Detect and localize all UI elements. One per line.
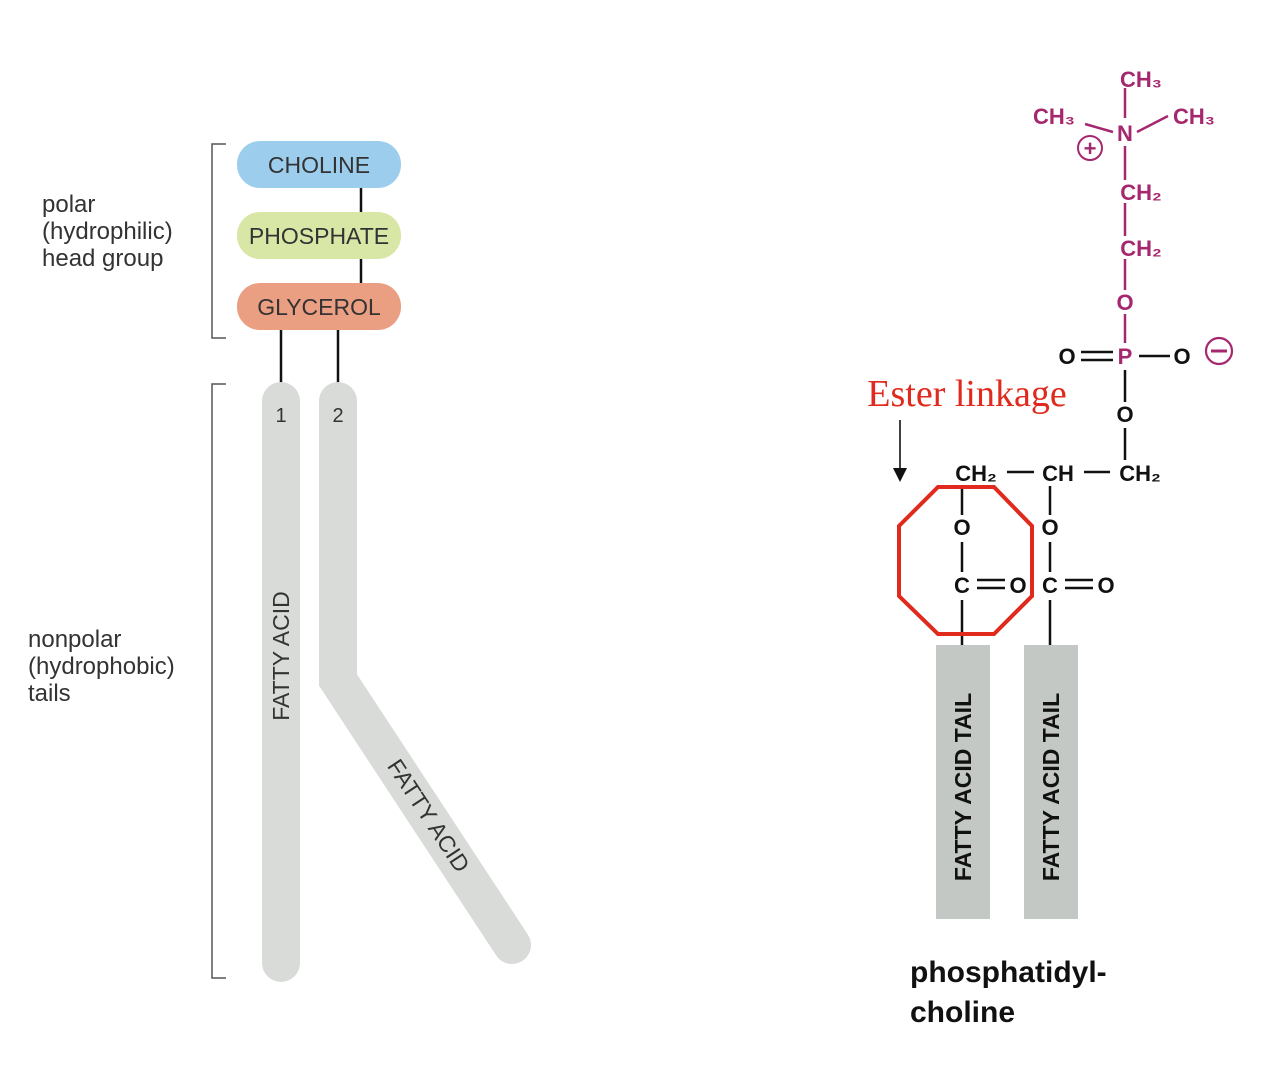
tail-group-label: nonpolar (hydrophobic) tails <box>28 626 181 707</box>
glycerol-ch: CH <box>1042 461 1074 486</box>
choline-nitrogen: N <box>1117 121 1133 146</box>
fatty-acid-tail-label-1: FATTY ACID TAIL <box>950 693 976 881</box>
ester-linkage-annotation: Ester linkage <box>867 373 1066 415</box>
choline-ch2-lower: CH₂ <box>1120 236 1162 261</box>
ester-2-oxygen: O <box>1041 515 1058 540</box>
tail-1-label: FATTY ACID <box>268 591 294 721</box>
ester-annotation-arrowhead <box>893 468 907 482</box>
fatty-acid-tail-2 <box>319 382 531 964</box>
tail-bracket <box>211 383 226 979</box>
tail-1-number: 1 <box>275 405 286 427</box>
choline-ch2-upper: CH₂ <box>1120 180 1162 205</box>
ester-1-oxygen: O <box>953 515 970 540</box>
ester-2-carbon: C <box>1042 573 1058 598</box>
positive-charge-icon <box>1077 135 1103 161</box>
ester-2-carbonyl-oxygen: O <box>1097 573 1114 598</box>
choline-ch3-left: CH₃ <box>1033 104 1075 129</box>
phosphate-label: PHOSPHATE <box>249 223 389 249</box>
glycerol-label: GLYCEROL <box>257 294 381 320</box>
ester-highlight-octagon <box>897 485 1034 636</box>
fatty-acid-tail-box-1 <box>936 645 990 919</box>
schematic-phospholipid: polar (hydrophilic) head group nonpolar … <box>28 141 531 982</box>
ester-linkages: O C O O C O <box>953 486 1115 648</box>
ester-1-carbonyl-oxygen: O <box>1009 573 1026 598</box>
choline-oxygen: O <box>1116 290 1133 315</box>
head-bracket <box>211 143 226 339</box>
phosphate-group: O P O O <box>1058 336 1234 460</box>
choline-ch3-top: CH₃ <box>1120 67 1162 92</box>
structural-formula: CH₃ CH₃ CH₃ N + CH₂ CH₂ O O P O O CH₂ <box>867 67 1234 1029</box>
choline-ch3-right: CH₃ <box>1173 104 1215 129</box>
ester-1-carbon: C <box>954 573 970 598</box>
glycerol-backbone: CH₂ CH CH₂ <box>955 461 1161 486</box>
choline-box <box>237 141 401 188</box>
glycerol-ch2-right: CH₂ <box>1119 461 1161 486</box>
phosphate-box <box>237 212 401 259</box>
glycerol-box <box>237 283 401 330</box>
choline-label: CHOLINE <box>268 152 370 178</box>
phosphate-anionic-oxygen: O <box>1173 344 1190 369</box>
phosphorus: P <box>1118 344 1133 369</box>
glycerol-ch2-left: CH₂ <box>955 461 997 486</box>
choline-group: CH₃ CH₃ CH₃ N + CH₂ CH₂ O <box>1033 67 1215 343</box>
tail-2-label: FATTY ACID <box>382 754 475 877</box>
phosphate-bridge-oxygen: O <box>1116 402 1133 427</box>
tail-2-number: 2 <box>332 405 343 427</box>
fatty-acid-tail-box-2 <box>1024 645 1078 919</box>
head-group-label: polar (hydrophilic) head group <box>42 191 179 272</box>
fatty-acid-tail-label-2: FATTY ACID TAIL <box>1038 693 1064 881</box>
phosphate-double-bond-oxygen: O <box>1058 344 1075 369</box>
positive-charge-sign: + <box>1084 136 1097 161</box>
molecule-caption: phosphatidyl- choline <box>910 956 1115 1029</box>
negative-charge-icon <box>1204 336 1234 366</box>
